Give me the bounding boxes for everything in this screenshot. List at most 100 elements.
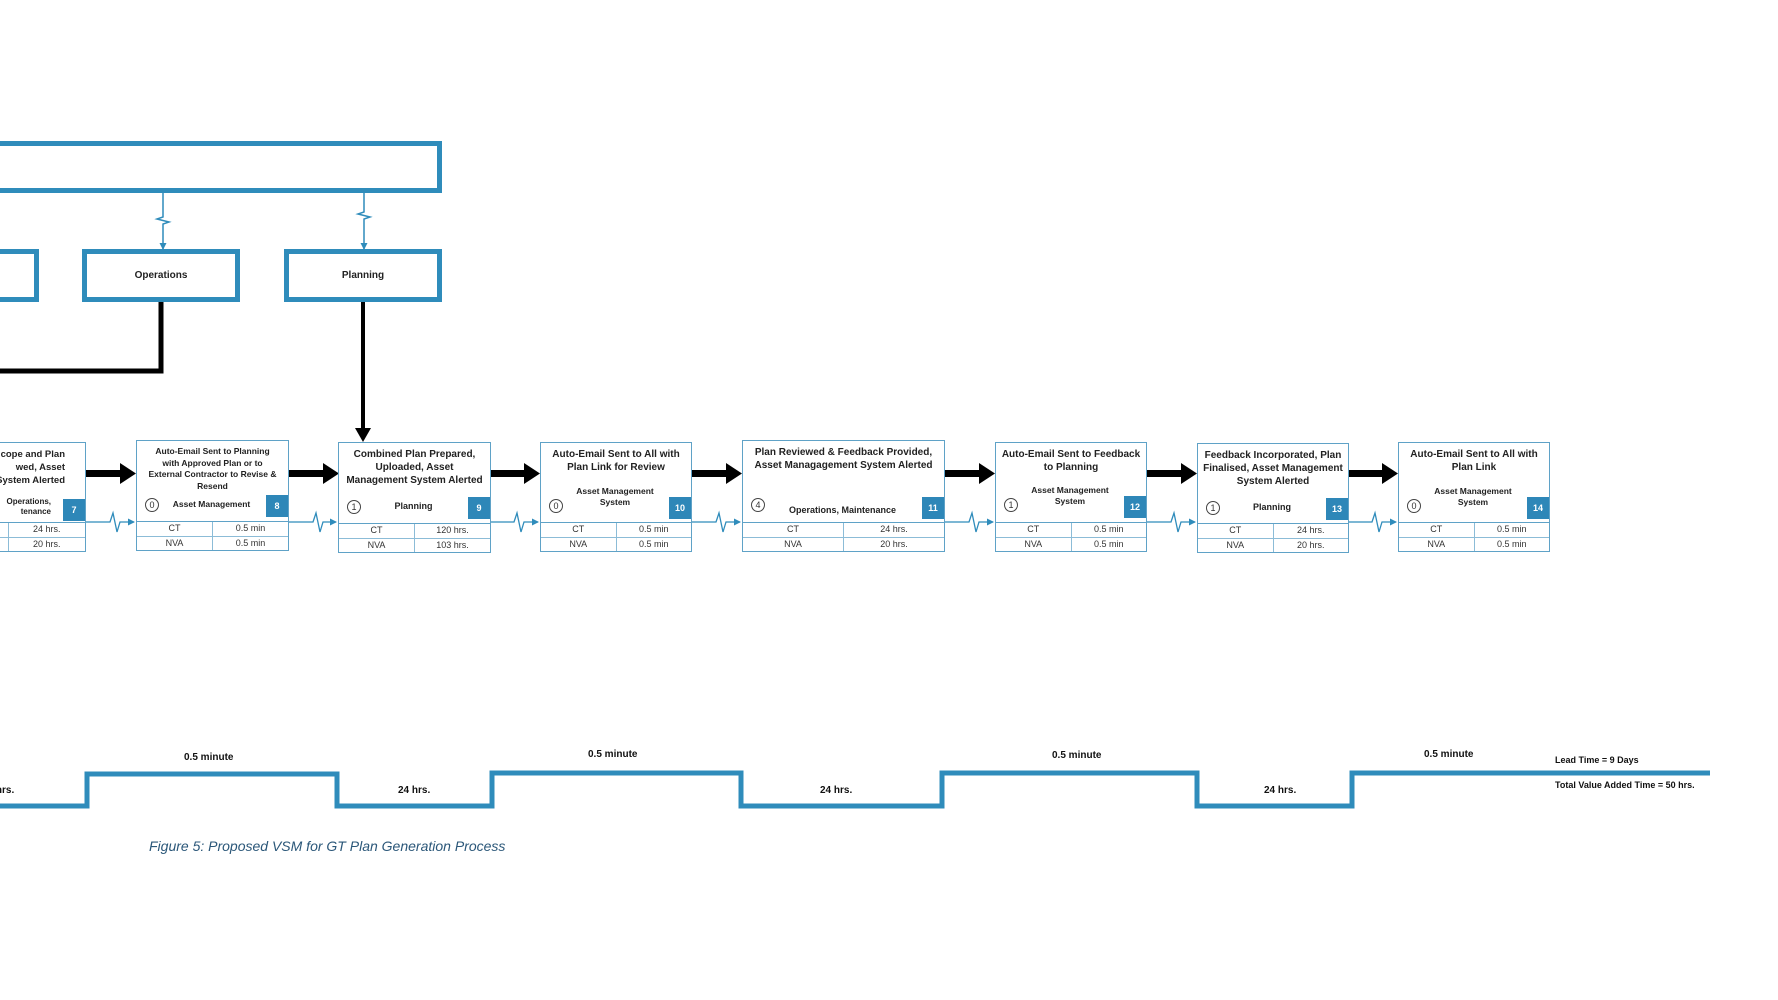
ct-label: CT	[1430, 524, 1443, 534]
nva-value: 0.5 min	[212, 537, 288, 550]
nva-row: NVA 0.5 min	[541, 537, 691, 551]
process-metrics: CT 0.5 min NVA 0.5 min	[541, 522, 691, 551]
process-step-11: Plan Reviewed & Feedback Provided, Asset…	[742, 440, 945, 552]
ct-row: CT 0.5 min	[1399, 523, 1549, 537]
process-title: Combined Plan Prepared, Uploaded, Asset …	[346, 449, 483, 486]
nva-value: 20 hrs.	[7, 538, 86, 551]
value-added-time-summary: Total Value Added Time = 50 hrs.	[1555, 780, 1695, 790]
ct-label: CT	[168, 523, 181, 533]
ct-row: CT 0.5 min	[996, 523, 1146, 537]
ct-row: CT 120 hrs.	[339, 524, 490, 538]
timeline-value-added-label: 0.5 minute	[588, 749, 638, 760]
process-step-7: cope and Plan wed, Asset t System Alerte…	[0, 442, 86, 552]
process-title: Plan Reviewed & Feedback Provided, Asset…	[754, 447, 933, 471]
process-step-13: Feedback Incorporated, Plan Finalised, A…	[1197, 443, 1349, 553]
ct-value: 24 hrs.	[843, 523, 944, 537]
process-metrics: CT 120 hrs. NVA 103 hrs.	[339, 523, 490, 552]
lead-time-summary: Lead Time = 9 Days	[1555, 755, 1639, 765]
figure-caption: Figure 5: Proposed VSM for GT Plan Gener…	[149, 838, 506, 854]
nva-row: 20 hrs.	[0, 537, 85, 551]
process-actor: Operations, Maintenance	[788, 505, 897, 515]
operator-count-icon: 1	[1206, 501, 1220, 515]
operator-count-icon: 0	[549, 499, 563, 513]
process-title: Auto-Email Sent to All with Plan Link fo…	[552, 449, 680, 473]
process-step-10: Auto-Email Sent to All with Plan Link fo…	[540, 442, 692, 552]
push-arrow	[289, 463, 339, 484]
operator-count-icon: 1	[1004, 498, 1018, 512]
ct-value: 0.5 min	[212, 522, 288, 536]
operator-count-icon: 0	[145, 498, 159, 512]
process-title: Auto-Email Sent to All with Plan Link	[1410, 449, 1538, 473]
process-title: Feedback Incorporated, Plan Finalised, A…	[1203, 450, 1343, 487]
timeline-wait-label: 24 hrs.	[398, 785, 431, 796]
top-info-box	[0, 141, 442, 193]
ct-label: CT	[787, 524, 799, 534]
nva-value: 103 hrs.	[414, 539, 490, 552]
signal-connector	[1348, 510, 1397, 533]
process-metrics: CT 24 hrs. NVA 20 hrs.	[743, 522, 944, 551]
nva-label: NVA	[784, 539, 802, 549]
process-metrics: CT 0.5 min NVA 0.5 min	[1399, 522, 1549, 551]
signal-connector	[86, 510, 135, 533]
process-metrics: 24 hrs. 20 hrs.	[0, 522, 85, 551]
timeline-wait-label: 24 hrs.	[1264, 785, 1297, 796]
ct-label: CT	[1229, 525, 1242, 535]
push-arrow	[490, 463, 540, 484]
nva-value: 0.5 min	[1473, 538, 1550, 551]
timeline-wait-label: 24 hrs.	[820, 785, 853, 796]
process-step-14: Auto-Email Sent to All with Plan Link 0 …	[1398, 442, 1550, 552]
signal-connector	[945, 510, 994, 533]
department-box-left-partial	[0, 249, 39, 302]
planning-to-step9-arrow	[355, 302, 371, 442]
department-box-operations: Operations	[82, 249, 240, 302]
ct-value: 0.5 min	[1473, 523, 1550, 537]
nva-label: NVA	[165, 538, 184, 548]
process-title: Auto-Email Sent to Feedback to Planning	[1001, 449, 1141, 473]
nva-value: 20 hrs.	[1272, 539, 1349, 552]
process-number-badge: 8	[266, 495, 288, 517]
electronic-info-flow-planning	[355, 193, 373, 250]
signal-connector	[692, 510, 741, 533]
process-number-badge: 13	[1326, 498, 1348, 520]
process-number-badge: 12	[1124, 496, 1146, 518]
ct-value: 0.5 min	[1070, 523, 1147, 537]
nva-row: NVA 0.5 min	[996, 537, 1146, 551]
signal-connector	[1147, 510, 1196, 533]
process-title: Auto-Email Sent to Planning with Approve…	[148, 446, 277, 491]
signal-connector	[490, 510, 539, 533]
ct-value: 0.5 min	[615, 523, 692, 537]
ct-value: 24 hrs.	[1272, 524, 1349, 538]
nva-row: NVA 0.5 min	[137, 536, 288, 550]
operations-flow-line	[0, 300, 164, 374]
process-title: cope and Plan wed, Asset t System Alerte…	[0, 449, 65, 486]
nva-row: NVA 0.5 min	[1399, 537, 1549, 551]
process-actor: Operations, tenance	[6, 497, 51, 516]
timeline-value-added-label: 0.5 minute	[1424, 749, 1474, 760]
nva-row: NVA 20 hrs.	[743, 537, 944, 551]
process-number-badge: 7	[63, 499, 85, 521]
process-number-badge: 9	[468, 497, 490, 519]
process-metrics: CT 0.5 min NVA 0.5 min	[996, 522, 1146, 551]
electronic-info-flow-operations	[154, 193, 172, 250]
ct-value: 120 hrs.	[414, 524, 490, 538]
timeline-value-added-label: 0.5 minute	[184, 752, 234, 763]
process-number-badge: 11	[922, 497, 944, 519]
process-number-badge: 10	[669, 497, 691, 519]
nva-label	[0, 538, 8, 551]
signal-connector	[289, 510, 337, 533]
timeline-wait-label: 24 hrs.	[0, 785, 15, 796]
ct-row: CT 24 hrs.	[743, 523, 944, 537]
process-metrics: CT 24 hrs. NVA 20 hrs.	[1198, 523, 1348, 552]
nva-row: NVA 20 hrs.	[1198, 538, 1348, 552]
process-metrics: CT 0.5 min NVA 0.5 min	[137, 521, 288, 550]
push-arrow	[86, 463, 136, 484]
nva-value: 20 hrs.	[843, 538, 944, 551]
process-step-8: Auto-Email Sent to Planning with Approve…	[136, 440, 289, 551]
nva-label: NVA	[569, 539, 588, 549]
push-arrow	[692, 463, 742, 484]
ct-value: 24 hrs.	[7, 523, 86, 537]
department-label: Operations	[134, 270, 188, 281]
electronic-signal-connectors	[86, 510, 1397, 533]
ct-label: CT	[370, 525, 383, 535]
